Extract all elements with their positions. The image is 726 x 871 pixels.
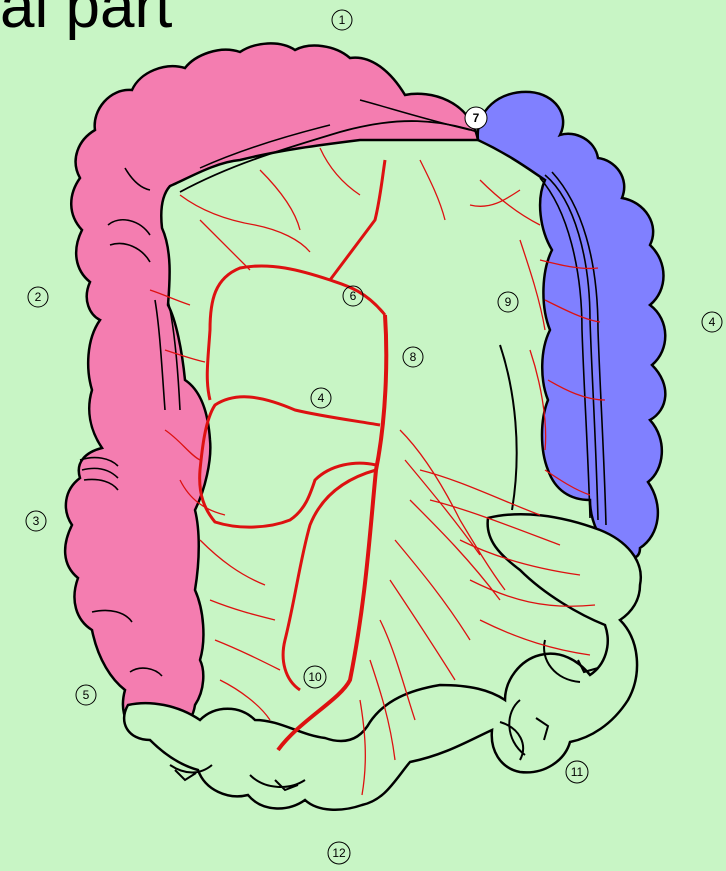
ascending-transverse-colon bbox=[65, 43, 478, 740]
svg-text:12: 12 bbox=[332, 846, 346, 860]
svg-text:6: 6 bbox=[350, 289, 357, 303]
svg-text:8: 8 bbox=[410, 350, 417, 364]
svg-text:11: 11 bbox=[571, 765, 584, 779]
label-7: 7 bbox=[465, 107, 487, 129]
label-5: 5 bbox=[76, 685, 96, 705]
svg-text:4: 4 bbox=[318, 391, 325, 405]
label-12: 12 bbox=[328, 842, 350, 864]
svg-text:7: 7 bbox=[473, 111, 480, 125]
svg-text:10: 10 bbox=[308, 670, 322, 684]
label-8: 8 bbox=[403, 347, 423, 367]
sigmoid-mesentery-edge bbox=[500, 345, 517, 510]
label-9: 9 bbox=[498, 292, 518, 312]
svg-text:2: 2 bbox=[35, 290, 42, 304]
svg-text:9: 9 bbox=[505, 295, 512, 309]
label-1: 1 bbox=[332, 10, 352, 30]
label-4-right: 4 bbox=[702, 312, 722, 332]
svg-text:5: 5 bbox=[83, 688, 90, 702]
label-6: 6 bbox=[343, 286, 363, 306]
svg-text:3: 3 bbox=[33, 514, 40, 528]
label-10: 10 bbox=[304, 666, 326, 688]
descending-colon bbox=[478, 92, 666, 558]
label-4-center: 4 bbox=[311, 388, 331, 408]
label-2: 2 bbox=[28, 287, 48, 307]
svg-text:4: 4 bbox=[709, 315, 716, 329]
label-3: 3 bbox=[26, 511, 46, 531]
label-11: 11 bbox=[566, 761, 588, 783]
svg-text:1: 1 bbox=[339, 13, 346, 27]
